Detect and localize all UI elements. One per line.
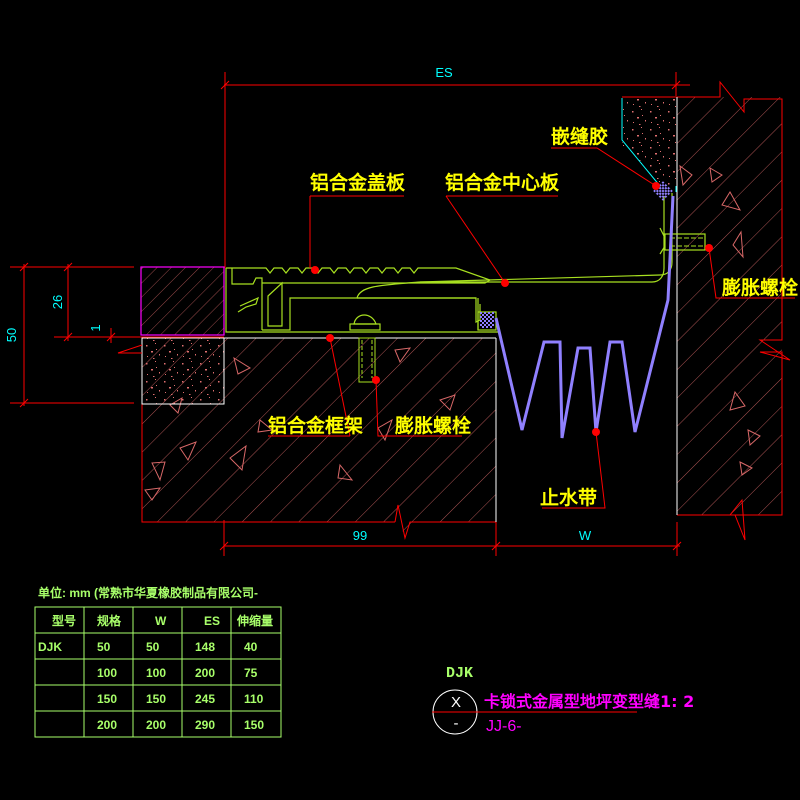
waterstop xyxy=(494,195,675,439)
table-cell: 150 xyxy=(97,692,117,706)
table-cell: 150 xyxy=(146,692,166,706)
leader-dots xyxy=(311,182,713,436)
table-cell: 40 xyxy=(244,640,258,654)
col-header-model: 型号 xyxy=(52,613,76,628)
dim-26: 26 xyxy=(50,295,65,309)
label-center-plate: 铝合金中心板 xyxy=(445,171,560,194)
dim-es: ES xyxy=(435,65,453,80)
table-cell: 150 xyxy=(244,718,264,732)
table-cell: 200 xyxy=(146,718,166,732)
table-cell: 100 xyxy=(97,666,117,680)
title-code: JJ-6- xyxy=(486,718,522,735)
sealant-bed xyxy=(622,98,676,188)
detail-symbol-bottom: - xyxy=(454,715,459,732)
col-header-es: ES xyxy=(204,614,220,628)
table-cell: 200 xyxy=(195,666,215,680)
label-cover-plate: 铝合金盖板 xyxy=(310,171,406,194)
anchor-bolt-bottom xyxy=(358,337,376,383)
table-caption: 单位: mm (常熟市华夏橡胶制品有限公司- xyxy=(38,585,258,600)
waterstop-anchor-left xyxy=(480,312,494,328)
table-cell: 200 xyxy=(97,718,117,732)
leader-lines xyxy=(268,147,795,509)
dim-50: 50 xyxy=(4,328,19,342)
label-waterstop: 止水带 xyxy=(540,487,597,509)
label-anchor-bolt-right: 膨胀螺栓 xyxy=(721,276,798,299)
col-header-w: W xyxy=(155,614,167,628)
dimension-lines xyxy=(10,72,690,556)
detail-symbol-top: X xyxy=(451,694,461,711)
col-header-spec: 规格 xyxy=(97,613,122,628)
table-cell: 245 xyxy=(195,692,215,706)
label-sealant: 嵌缝胶 xyxy=(551,125,608,148)
dim-w: W xyxy=(579,528,592,543)
table-cell: 290 xyxy=(195,718,215,732)
title-block: DJK X - 卡锁式金属型地坪变型缝1: 2 JJ-6- xyxy=(432,665,694,735)
anchor-bolt-right xyxy=(670,237,705,247)
dim-99: 99 xyxy=(353,528,367,543)
table-cell: 75 xyxy=(244,666,258,680)
aluminum-profile xyxy=(225,193,706,333)
table-cell: 110 xyxy=(244,692,264,706)
table-cell: 148 xyxy=(195,640,215,654)
left-mortar-bed xyxy=(141,337,225,405)
table-cell: DJK xyxy=(38,640,62,654)
table-cell: 50 xyxy=(97,640,111,654)
table-cell: 50 xyxy=(146,640,160,654)
title-text: 卡锁式金属型地坪变型缝1: 2 xyxy=(484,692,694,711)
label-anchor-bolt-bottom: 膨胀螺栓 xyxy=(394,414,471,437)
left-finish-block xyxy=(140,266,225,336)
spec-table: 单位: mm (常熟市华夏橡胶制品有限公司- 型号 规格 W ES 伸缩量 DJ… xyxy=(34,585,282,738)
dim-1: 1 xyxy=(88,324,103,331)
label-frame: 铝合金框架 xyxy=(268,414,363,437)
table-cell: 100 xyxy=(146,666,166,680)
col-header-expansion: 伸缩量 xyxy=(236,613,273,628)
right-concrete-wall xyxy=(622,80,791,541)
title-model: DJK xyxy=(446,665,473,682)
